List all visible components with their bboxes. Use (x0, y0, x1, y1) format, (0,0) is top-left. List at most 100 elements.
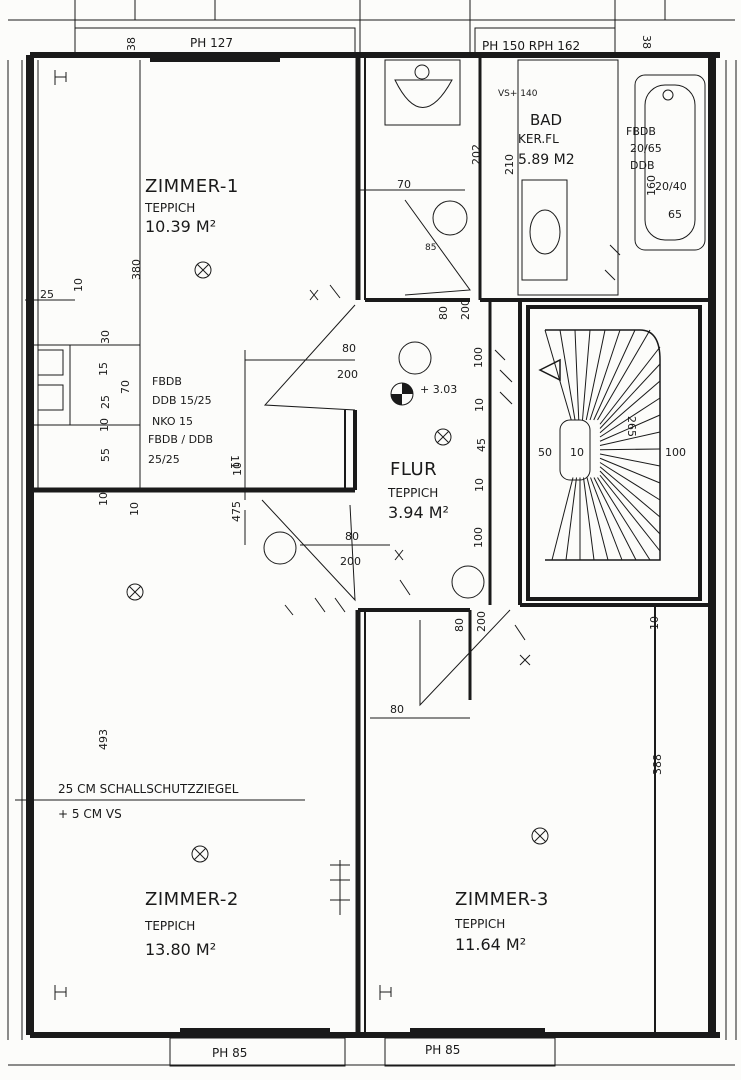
dim-10-flur: 10 (473, 398, 486, 412)
room-bad: BAD KER.FL 5.89 M2 (518, 111, 575, 168)
bad-floor: KER.FL (518, 132, 559, 146)
zimmer-1-name: ZIMMER-1 (145, 176, 239, 197)
dim-200-flur-a: 200 (337, 368, 358, 381)
dim-475: 475 (230, 501, 243, 522)
door-swings (25, 189, 511, 719)
stair-tread (599, 453, 661, 467)
dim-388: 388 (651, 754, 664, 775)
window-label-top-right: PH 150 RPH 162 (482, 39, 580, 53)
stair-tread (583, 477, 595, 561)
level-mark: + 3.03 (420, 383, 457, 396)
stair-tread (599, 414, 661, 442)
dim-85: 85 (425, 243, 436, 253)
wall-note: 25 CM SCHALLSCHUTZZIEGEL + 5 CM VS (15, 782, 305, 821)
dim-200-flur-b: 200 (340, 555, 361, 568)
dim-100-b: 100 (472, 527, 485, 548)
zimmer-3-area: 11.64 M² (455, 935, 526, 954)
dim-80-flur-a: 80 (342, 342, 356, 355)
stair-tread (590, 477, 623, 561)
chimney-note-line3: NKO 15 (152, 415, 193, 428)
ceiling-light-zimmer2-a (126, 583, 144, 601)
stair-tread (597, 329, 651, 421)
room-zimmer-2: ZIMMER-2 TEPPICH 13.80 M² (144, 889, 239, 959)
stair-tread (599, 363, 661, 429)
zimmer-3-floor: TEPPICH (454, 917, 505, 931)
ceiling-light-flur (434, 428, 452, 446)
dim-50: 50 (538, 446, 552, 459)
stair-tread (599, 470, 661, 535)
stair-tread (599, 397, 661, 438)
chimney-note: FBDB DDB 15/25 NKO 15 FBDB / DDB 25/25 (148, 375, 213, 466)
dim-65: 65 (668, 208, 682, 221)
zimmer-1-area: 10.39 M² (145, 217, 216, 236)
staircase (526, 305, 702, 601)
ceiling-light-zimmer2-b (191, 845, 209, 863)
window-label-bottom-right: PH 85 (425, 1043, 460, 1057)
dim-70-chimney: 70 (119, 380, 132, 394)
stair-tread (599, 466, 661, 518)
dim-265: 265 (625, 416, 638, 437)
dim-160: 160 (645, 175, 658, 196)
stair-tread (582, 329, 591, 421)
dim-10-stair: 10 (570, 446, 584, 459)
stair-tread (574, 329, 580, 421)
bad-area: 5.89 M2 (518, 152, 575, 168)
ceiling-light-zimmer3 (531, 827, 549, 845)
stair-tread (551, 477, 574, 561)
bath-niche-line1: FBDB (626, 125, 656, 138)
stair-tread (597, 477, 651, 561)
room-zimmer-3: ZIMMER-3 TEPPICH 11.64 M² (454, 889, 549, 954)
stair-tread (544, 329, 572, 421)
dim-55: 55 (99, 448, 112, 462)
dim-80-flur-b: 80 (345, 530, 359, 543)
stair-tread (599, 448, 661, 451)
flur-name: FLUR (390, 459, 437, 480)
bad-name: BAD (530, 111, 562, 129)
dim-80-z3-door: 80 (453, 618, 466, 632)
dim-210: 210 (503, 154, 516, 175)
dim-493: 493 (97, 729, 110, 750)
dim-70-top: 70 (397, 178, 411, 191)
dim-10-z2-a: 10 (97, 492, 110, 506)
dimensions: 38 38 380 493 388 202 210 70 70 85 80 20… (40, 35, 686, 775)
stair-tread (599, 474, 661, 552)
room-zimmer-1: ZIMMER-1 TEPPICH 10.39 M² (144, 176, 239, 236)
dim-10-z2-b: 10 (128, 502, 141, 516)
dim-80-z3: 80 (390, 703, 404, 716)
stair-tread (599, 462, 661, 501)
stair-tread (593, 329, 636, 421)
windows (74, 27, 616, 1067)
bath-niche-line4: 20/40 (655, 180, 687, 193)
dim-200-z3-door: 200 (475, 611, 488, 632)
dim-100-stair: 100 (665, 446, 686, 459)
dim-30: 30 (99, 330, 112, 344)
zimmer-3-name: ZIMMER-3 (455, 889, 549, 910)
chimney-note-line5: 25/25 (148, 453, 180, 466)
dim-45: 45 (475, 438, 488, 452)
light-symbols (126, 261, 549, 863)
dim-25-left: 25 (40, 288, 54, 301)
bath-niche-line2: 20/65 (630, 142, 662, 155)
vs-mark: VS+ 140 (498, 89, 538, 99)
dim-11: 11 (228, 455, 241, 469)
wall-note-line2: + 5 CM VS (58, 807, 122, 821)
stair-tread (599, 457, 661, 484)
bath-niche-line3: DDB (630, 159, 655, 172)
dim-200-bad: 200 (459, 299, 472, 320)
room-flur: FLUR TEPPICH 3.94 M² (387, 459, 449, 522)
dim-202: 202 (470, 144, 483, 165)
stair-tread (586, 477, 609, 561)
wall-note-line1: 25 CM SCHALLSCHUTZZIEGEL (58, 782, 239, 796)
zimmer-1-floor: TEPPICH (144, 201, 195, 215)
dim-10-mid: 10 (231, 462, 244, 476)
window-label-top-left: PH 127 (190, 36, 233, 50)
stair-tread (585, 329, 606, 421)
stair-tread (599, 380, 661, 434)
zimmer-2-floor: TEPPICH (144, 919, 195, 933)
window-label-bottom-left: PH 85 (212, 1046, 247, 1060)
dim-10-left: 10 (72, 278, 85, 292)
dim-38-right: 38 (640, 35, 653, 49)
zimmer-2-name: ZIMMER-2 (145, 889, 239, 910)
